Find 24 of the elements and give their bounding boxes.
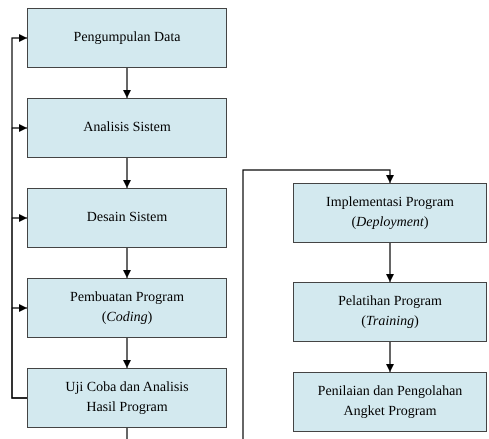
step-label: Uji Coba dan Analisis Hasil Program: [64, 379, 190, 417]
process-box: [27, 98, 227, 158]
arrow: [123, 338, 131, 368]
process-box: [293, 372, 487, 432]
arrow: [386, 342, 394, 372]
step-label: Penilaian dan Pengolahan Angket Program: [316, 383, 464, 421]
step-label: Pengumpulan Data: [74, 29, 180, 47]
process-box: [293, 282, 487, 342]
step-label: Desain Sistem: [86, 209, 168, 227]
step-label: Pembuatan Program (Coding): [69, 289, 185, 327]
arrow: [123, 68, 131, 98]
arrow: [123, 158, 131, 188]
arrow: [123, 248, 131, 278]
arrow: [242, 169, 394, 439]
process-box: [27, 188, 227, 248]
process-box: [27, 368, 227, 428]
step-label: Analisis Sistem: [83, 119, 171, 137]
step-label: Pelatihan Program (Training): [337, 293, 443, 331]
process-box: [27, 8, 227, 68]
process-box: [27, 278, 227, 338]
arrow: [386, 243, 394, 282]
step-label: Implementasi Program (Deployment): [325, 194, 455, 232]
arrow: [11, 304, 27, 399]
process-box: [293, 183, 487, 243]
